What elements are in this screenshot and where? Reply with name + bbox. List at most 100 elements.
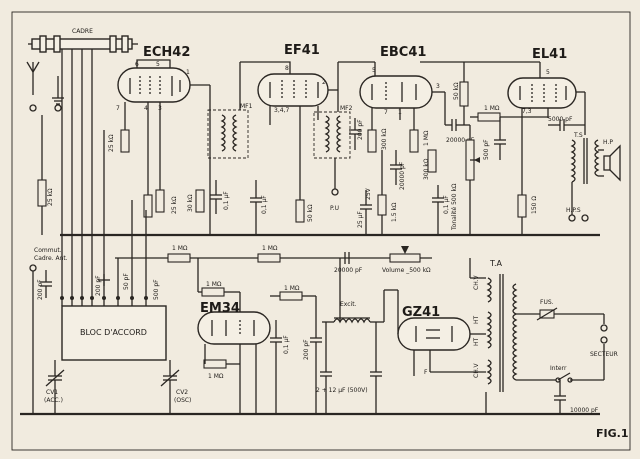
capacitor-200pf (310, 296, 322, 414)
filter-label: 2 + 12 µF (500V) (316, 387, 368, 394)
secteur-label: SECTEUR (590, 351, 618, 358)
pin-label: 1 (186, 69, 190, 76)
pin-label: 7,3 (522, 108, 532, 115)
volume-potentiometer[interactable] (389, 253, 421, 263)
pin-label: 4 (144, 105, 148, 112)
capacitor-0-1uf (432, 185, 444, 235)
capacitor-10000pf (554, 380, 566, 414)
el41-tube (507, 77, 577, 109)
ebc41-electrodes (371, 82, 417, 102)
resistor-label: 300 kΩ (423, 158, 430, 180)
capacitor-label: 500 pF (153, 279, 160, 300)
capacitor-label: 0,1 µF (443, 195, 450, 214)
resistor-label: 25 kΩ (47, 188, 54, 206)
em34-tube (197, 311, 271, 345)
resistor-1m (167, 253, 191, 263)
resistor-label: 150 Ω (531, 196, 538, 214)
speaker-symbol (603, 144, 621, 182)
mf2-label: MF2 (340, 105, 353, 112)
em34-label: EM34 (200, 301, 240, 316)
capacitor-label: 0,1 µF (223, 191, 230, 210)
ts-label: T.S (573, 132, 583, 139)
resistor-1m (203, 359, 227, 369)
resistor-label: 25 kΩ (108, 134, 115, 152)
resistor-label: 50 kΩ (453, 82, 460, 100)
capacitor-200pf (40, 270, 52, 298)
transformer-tap-label: CH.V (473, 274, 480, 290)
capacitor-label: 20000 pF (399, 161, 406, 190)
capacitor-label: 5000 pF (548, 116, 573, 123)
resistor-300k (427, 149, 437, 173)
resistor-1m (257, 253, 281, 263)
cv2-label: CV2 (176, 389, 188, 396)
gz41-electrodes (415, 326, 453, 342)
resistor-25k (155, 189, 165, 213)
antenna-symbol (26, 61, 40, 112)
capacitor-label: 200 pF (303, 339, 310, 360)
resistor-30k (195, 189, 205, 213)
interrupteur-switch[interactable] (555, 372, 573, 383)
variable-capacitor-cv2[interactable] (160, 360, 180, 414)
volume-label: Volume _500 kΩ (382, 267, 431, 274)
output-transformer (570, 138, 600, 184)
excit-label: Excit. (340, 301, 357, 308)
capacitor-label: 25 µF (357, 211, 364, 228)
ef41-label: EF41 (284, 43, 320, 58)
secteur-terminal[interactable] (600, 324, 608, 332)
hps-jack[interactable] (568, 214, 576, 222)
capacitor-0-1uf (270, 320, 282, 414)
variable-capacitor-cv1[interactable] (45, 360, 65, 414)
commut-switch[interactable] (29, 264, 37, 272)
ef41-electrodes (269, 80, 319, 100)
capacitor-200pf (349, 118, 361, 150)
transformer-tap-label: HT (473, 315, 480, 324)
pu-jack[interactable] (331, 188, 339, 196)
commut-label: Commut. (34, 247, 62, 254)
tonalite-label: Tonalité 500 kΩ (451, 183, 458, 231)
mf2-coils (324, 115, 342, 153)
capacitor-200pf (98, 274, 110, 286)
resistor-50k (295, 199, 305, 223)
pin-label: 3 (436, 83, 440, 90)
filter-capacitors (320, 258, 382, 414)
transformer-tap-label: CH.V (473, 362, 480, 378)
resistor-label: 1 MΩ (172, 245, 188, 252)
interr-label: Interr (550, 365, 567, 372)
pin-label: 8 (285, 65, 289, 72)
bloc-label: BLOC D'ACCORD (80, 328, 147, 337)
hps-jack[interactable] (581, 214, 589, 222)
ech42-electrodes (129, 76, 181, 96)
capacitor-label: 200 pF (95, 275, 102, 296)
capacitor-20000pf (344, 252, 350, 264)
cv1-sub-label: (ACC.) (44, 397, 63, 404)
gz41-label: GZ41 (402, 305, 440, 320)
resistor-25k (120, 129, 130, 153)
capacitor-0-1uf (210, 180, 222, 214)
ebc41-label: EBC41 (380, 45, 426, 60)
resistor-25k (143, 194, 153, 218)
resistor-1m (477, 112, 501, 122)
pin-label: 5 (546, 69, 550, 76)
capacitor-label: 0,1 µF (261, 195, 268, 214)
capacitor-label: 20000 pF (446, 137, 475, 144)
secteur-terminal[interactable] (600, 336, 608, 344)
cadre-label: CADRE (72, 28, 93, 35)
pin-label: 3,4,7 (274, 107, 289, 114)
resistor-label: 1 MΩ (262, 245, 278, 252)
excitation-coil (322, 317, 384, 324)
capacitor-label: 500 pF (483, 139, 490, 160)
capacitor-25uf (360, 190, 372, 235)
em34-electrodes (211, 320, 255, 336)
resistor-25k (37, 179, 47, 207)
cadre-frame-antenna (28, 35, 138, 60)
pin-label: 7 (116, 105, 120, 112)
capacitor-0-1uf (250, 180, 262, 235)
capacitor-20000pf (390, 150, 402, 185)
commut-label-2: Cadre. Ant. (34, 255, 68, 262)
cv2-sub-label: (OSC) (174, 397, 191, 404)
pin-label: 5 (372, 67, 376, 74)
capacitor-5000pf (548, 119, 585, 131)
power-transformer (486, 274, 518, 392)
